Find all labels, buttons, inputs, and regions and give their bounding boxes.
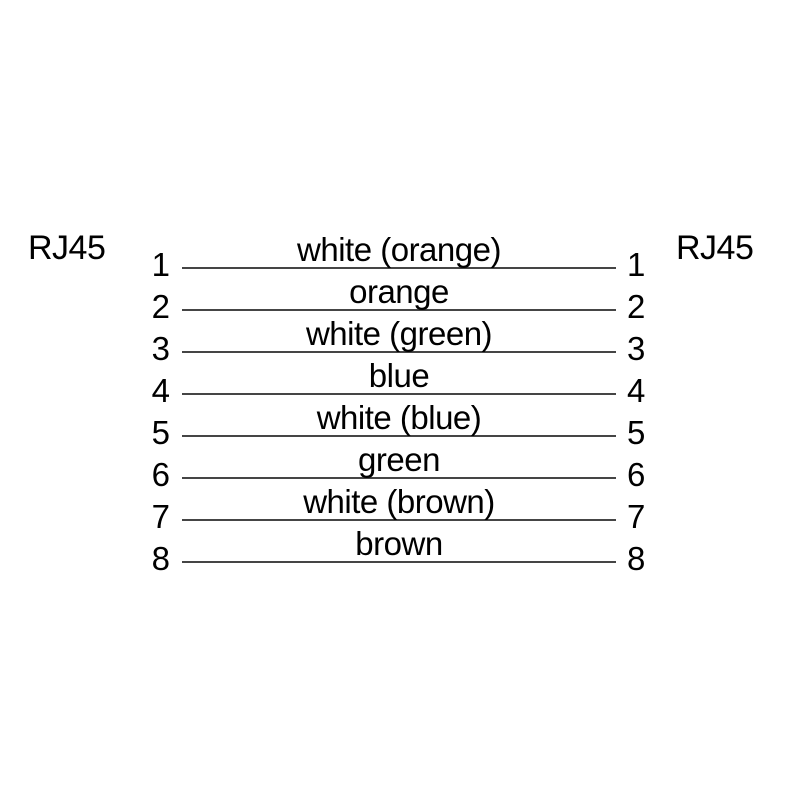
wire-color-label: white (brown)	[303, 482, 495, 520]
wire-color-label: green	[358, 440, 440, 478]
wire-color-label: white (blue)	[316, 398, 482, 436]
wire-line	[182, 560, 616, 563]
left-pin-number: 4	[151, 371, 170, 409]
right-connector-label: RJ45	[676, 229, 754, 267]
left-pin-number: 3	[151, 329, 170, 367]
wire-line	[182, 518, 616, 521]
wire-line	[182, 392, 616, 395]
left-connector-label: RJ45	[28, 229, 106, 267]
right-pin-number: 8	[627, 539, 646, 577]
wire-line	[182, 266, 616, 269]
wire-color-label: orange	[349, 272, 449, 310]
left-pin-number: 8	[151, 539, 170, 577]
wire-color-label: white (orange)	[297, 230, 501, 268]
right-pin-number: 7	[627, 497, 646, 535]
right-pin-number: 6	[627, 455, 646, 493]
wire-line	[182, 308, 616, 311]
left-pin-number: 2	[151, 287, 170, 325]
wire-line	[182, 476, 616, 479]
wire-color-label: blue	[368, 356, 430, 394]
right-pin-number: 5	[627, 413, 646, 451]
right-pin-number: 1	[627, 245, 646, 283]
left-pin-number: 7	[151, 497, 170, 535]
right-pin-number: 4	[627, 371, 646, 409]
left-pin-number: 1	[151, 245, 170, 283]
right-pin-number: 2	[627, 287, 646, 325]
left-pin-number: 5	[151, 413, 170, 451]
wire-line	[182, 350, 616, 353]
right-pin-number: 3	[627, 329, 646, 367]
wire-color-label: white (green)	[305, 314, 493, 352]
wire-line	[182, 434, 616, 437]
wire-color-label: brown	[355, 524, 443, 562]
left-pin-number: 6	[151, 455, 170, 493]
